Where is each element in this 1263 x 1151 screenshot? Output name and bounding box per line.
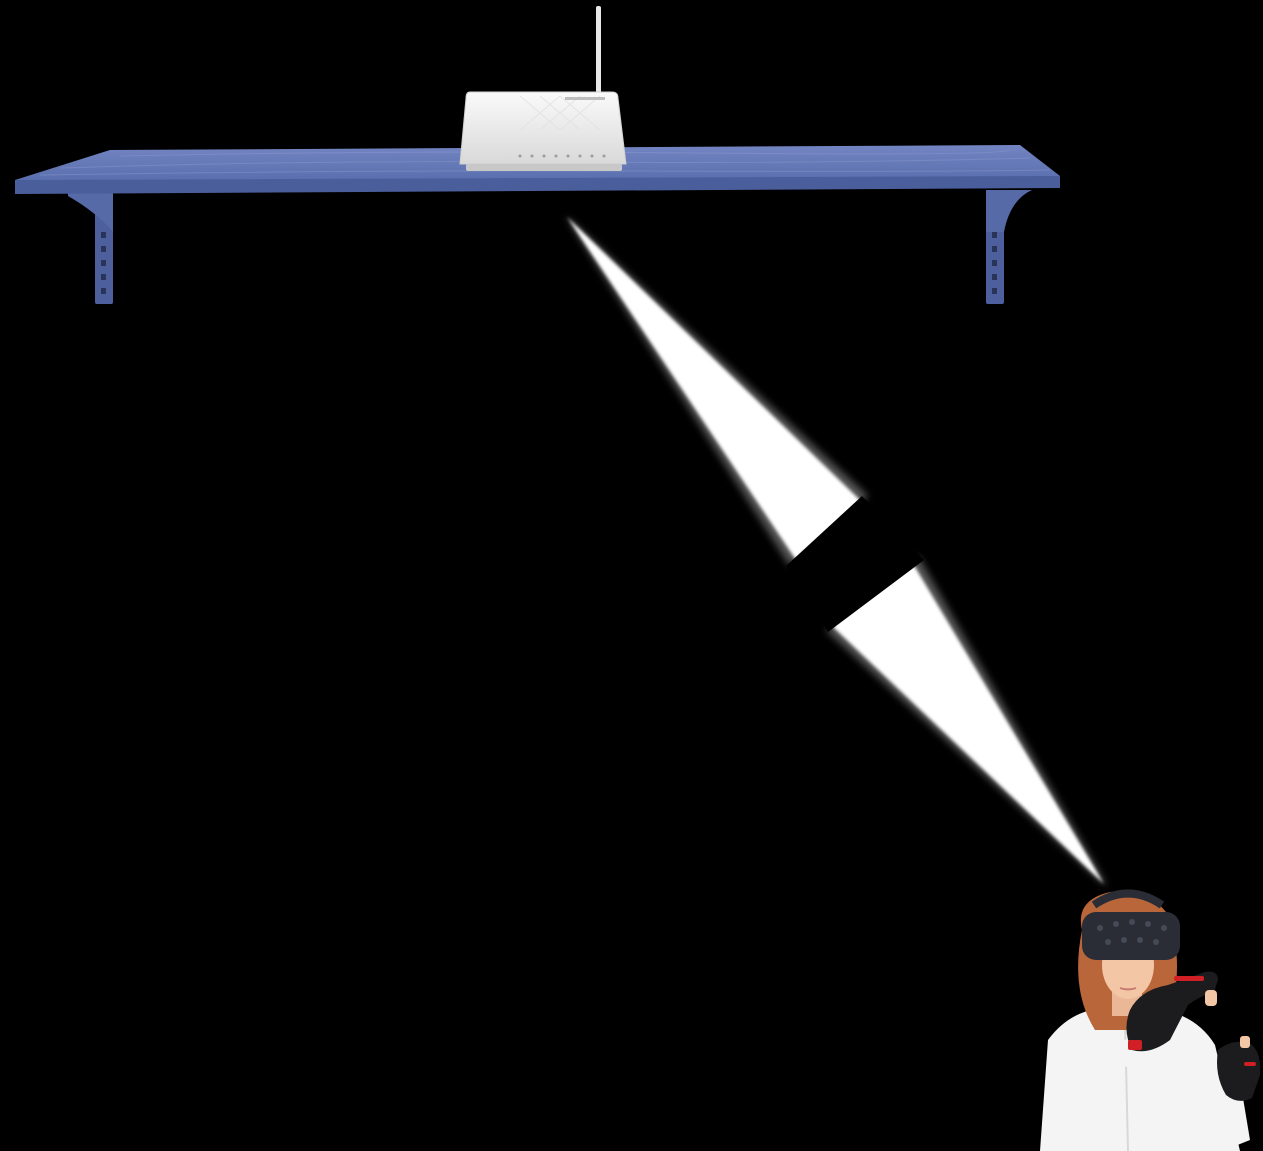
router-base [466,164,622,171]
router-logo-strip [565,97,605,100]
router-antenna [596,6,601,98]
